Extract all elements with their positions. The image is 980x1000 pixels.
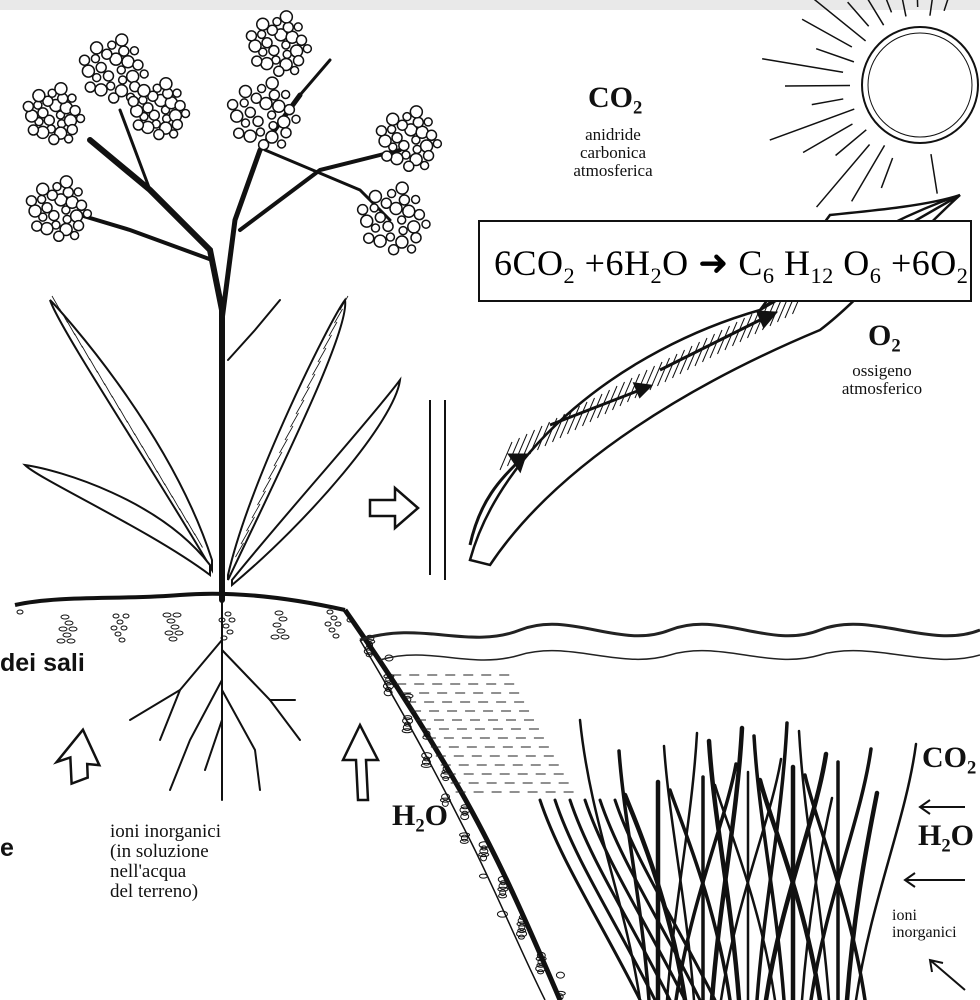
co2-top-formula: CO2 (588, 82, 642, 114)
h2o-left-formula: H2O (392, 800, 448, 832)
up-arrow-icon-left (52, 725, 107, 789)
cut-caption-2: e (0, 835, 14, 861)
section-bracket (430, 400, 445, 580)
roots (130, 600, 300, 800)
ioni-inorganici-right: ioni inorganici (892, 908, 957, 942)
o2-formula: O2 (868, 320, 901, 352)
pointer-arrow-icon (370, 488, 418, 528)
aquatic-plant (540, 720, 916, 1000)
cut-caption-1: dei sali (0, 650, 85, 676)
soil-pebbles (17, 610, 565, 1000)
photosynthesis-equation-box: 6CO2 +6H2O ➜ C6 H12 O6 +6O2 (478, 220, 972, 302)
flower-clusters (23, 11, 441, 255)
water (360, 624, 980, 792)
ioni-inorganici-left: ioni inorganici (in soluzione nell'acqua… (110, 822, 221, 902)
sun-icon (762, 0, 978, 207)
up-arrow-icon-right (343, 725, 378, 800)
co2-right-formula: CO2 (922, 742, 976, 774)
top-shade (0, 0, 980, 10)
ground (15, 594, 560, 1000)
h2o-right-formula: H2O (918, 820, 974, 852)
leaves (25, 300, 400, 585)
reaction-arrow-icon: ➜ (698, 243, 729, 283)
o2-description: ossigeno atmosferico (822, 362, 942, 398)
photosynthesis-equation: 6CO2 +6H2O ➜ C6 H12 O6 +6O2 (494, 242, 968, 284)
co2-top-description: anidride carbonica atmosferica (558, 126, 668, 180)
